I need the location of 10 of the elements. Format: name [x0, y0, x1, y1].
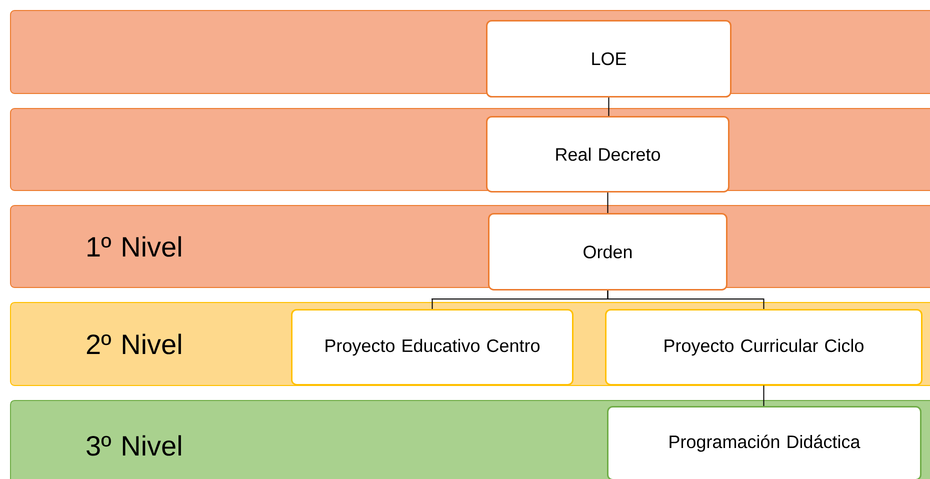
document-box: LOE [486, 20, 732, 98]
connector-line [608, 97, 610, 116]
document-box: Real Decreto [486, 116, 730, 192]
document-box: Proyecto Curricular Ciclo [605, 309, 922, 386]
connector-line [607, 192, 608, 214]
document-box: Programación Didáctica [607, 406, 922, 479]
connector-line [607, 290, 764, 310]
document-box: Proyecto Educativo Centro [291, 309, 574, 386]
connector-line [763, 385, 764, 406]
document-box: Orden [488, 213, 728, 290]
